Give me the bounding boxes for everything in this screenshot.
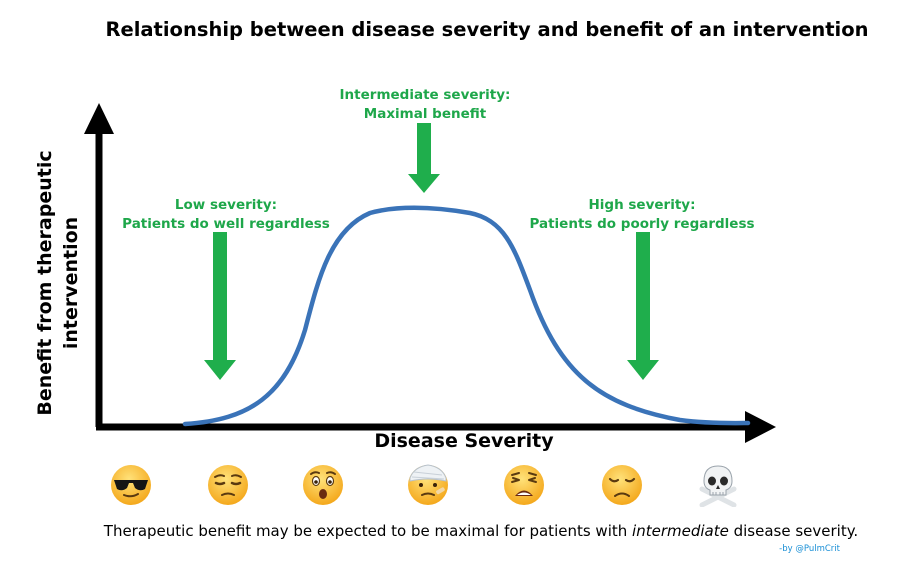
astonished-face-icon (303, 465, 343, 505)
high-severity-label: High severity: Patients do poorly regard… (529, 196, 754, 234)
x-axis-arrowhead (745, 411, 776, 443)
high-severity-title: High severity: (588, 197, 696, 213)
benefit-curve (182, 205, 751, 427)
y-axis-label-line1: Benefit from therapeutic (34, 150, 56, 416)
low-severity-label: Low severity: Patients do well regardles… (122, 196, 330, 234)
caption-emphasis: intermediate (632, 522, 729, 540)
high-severity-arrow (627, 232, 659, 380)
caption-text-before: Therapeutic benefit may be expected to b… (103, 522, 633, 540)
caption: Therapeutic benefit may be expected to b… (0, 522, 902, 540)
x-axis-label: Disease Severity (374, 430, 554, 452)
intermediate-severity-description: Maximal benefit (363, 106, 487, 122)
author-credit: -by @PulmCrit (779, 544, 840, 554)
intermediate-severity-label: Intermediate severity: Maximal benefit (340, 86, 511, 124)
diagram-title: Relationship between disease severity an… (105, 18, 869, 41)
y-axis-label-line2: intervention (60, 216, 82, 350)
disappointed-face-icon (602, 465, 642, 505)
high-severity-description: Patients do poorly regardless (529, 216, 755, 232)
low-severity-description: Patients do well regardless (122, 216, 330, 232)
low-severity-arrow (204, 232, 236, 380)
skull-crossbones-icon (699, 465, 737, 507)
caption-text-after: disease severity. (728, 522, 859, 540)
low-severity-title: Low severity: (174, 197, 278, 213)
intermediate-severity-title: Intermediate severity: (339, 87, 511, 103)
unamused-face-icon (208, 465, 248, 505)
intermediate-severity-arrow (408, 123, 440, 193)
sunglasses-face-icon (111, 465, 151, 505)
weary-face-icon (504, 465, 544, 505)
bandaged-face-icon (408, 464, 448, 505)
y-axis-arrowhead (84, 103, 114, 134)
